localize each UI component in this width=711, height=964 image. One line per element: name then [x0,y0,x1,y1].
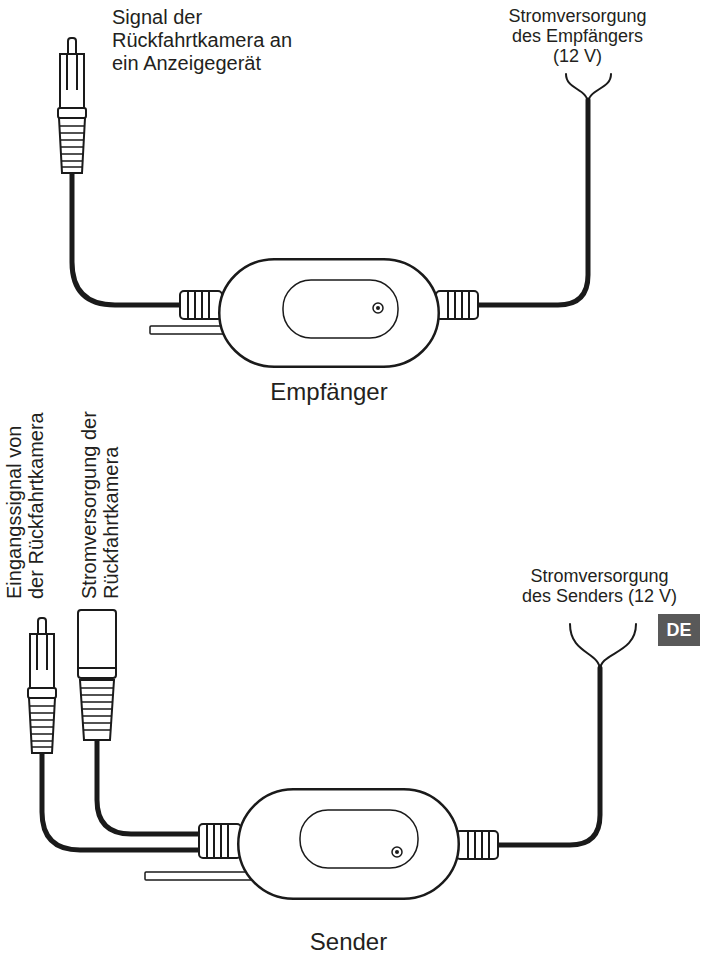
status-led [392,847,402,857]
device-name: Empfänger [270,378,387,406]
power-cable [498,668,600,845]
housing-body [238,789,459,899]
status-led-core [376,306,380,310]
relief-ridges [448,291,469,319]
power-label: Stromversorgung der Rückfahrtkamera [78,401,122,599]
plug-shell [30,634,54,690]
boot-ridges [59,126,85,167]
relief-ridges [207,824,228,858]
power-label: Stromversorgung des Senders (12 V) [517,566,682,606]
rca-plug [58,38,86,173]
plug-boot [80,680,114,740]
status-led [373,303,383,313]
plug-collar [58,108,86,118]
power-wire [566,74,588,104]
plug-barrel [78,610,116,678]
antenna-rod [150,326,230,334]
housing-outline [237,788,460,900]
strain-relief [199,824,241,858]
power-wire [570,624,600,670]
device-name: Sender [310,928,387,956]
boot-ridges [29,706,55,747]
rca-plug [28,618,56,753]
device-box: Sender [237,788,460,958]
power-wire [600,624,636,670]
power-label: Stromversorgung des Empfängers (12 V) [500,6,655,66]
language-badge: DE [658,614,700,646]
cables [42,74,636,850]
plug-collar [28,688,56,698]
dc-plug [78,610,116,740]
plug-boot [59,118,85,173]
strain-reliefs [180,291,498,859]
housing-outline [218,258,440,368]
relief-ridges [468,831,489,859]
plug-fingers [37,634,47,670]
plug-fingers [67,54,77,90]
plug-boot [29,698,55,753]
plug-shell [60,54,84,110]
power-cable [476,100,588,305]
housing-window [283,280,398,338]
video-cable [72,173,182,305]
barrel-groove [78,667,116,669]
strain-relief [180,291,222,319]
antennas [145,326,255,880]
power-wire [588,74,611,104]
device-box: Empfänger [218,258,440,408]
housing-body [219,259,439,367]
strain-relief [436,291,478,319]
housing-window [300,810,418,868]
camera-power-cable [97,740,201,834]
antenna-rod [145,872,255,880]
signal-label: Signal der Rückfahrtkamera an ein Anzeig… [112,6,312,75]
device-caption-wrap: Empfänger [218,258,440,406]
device-caption-wrap: Sender [237,788,460,956]
relief-ridges [188,291,209,319]
boot-ridges [80,688,114,730]
strain-relief [456,831,498,859]
status-led-core [395,850,399,854]
signal-label: Eingangssignal von der Rückfahrtkamera [3,401,47,599]
